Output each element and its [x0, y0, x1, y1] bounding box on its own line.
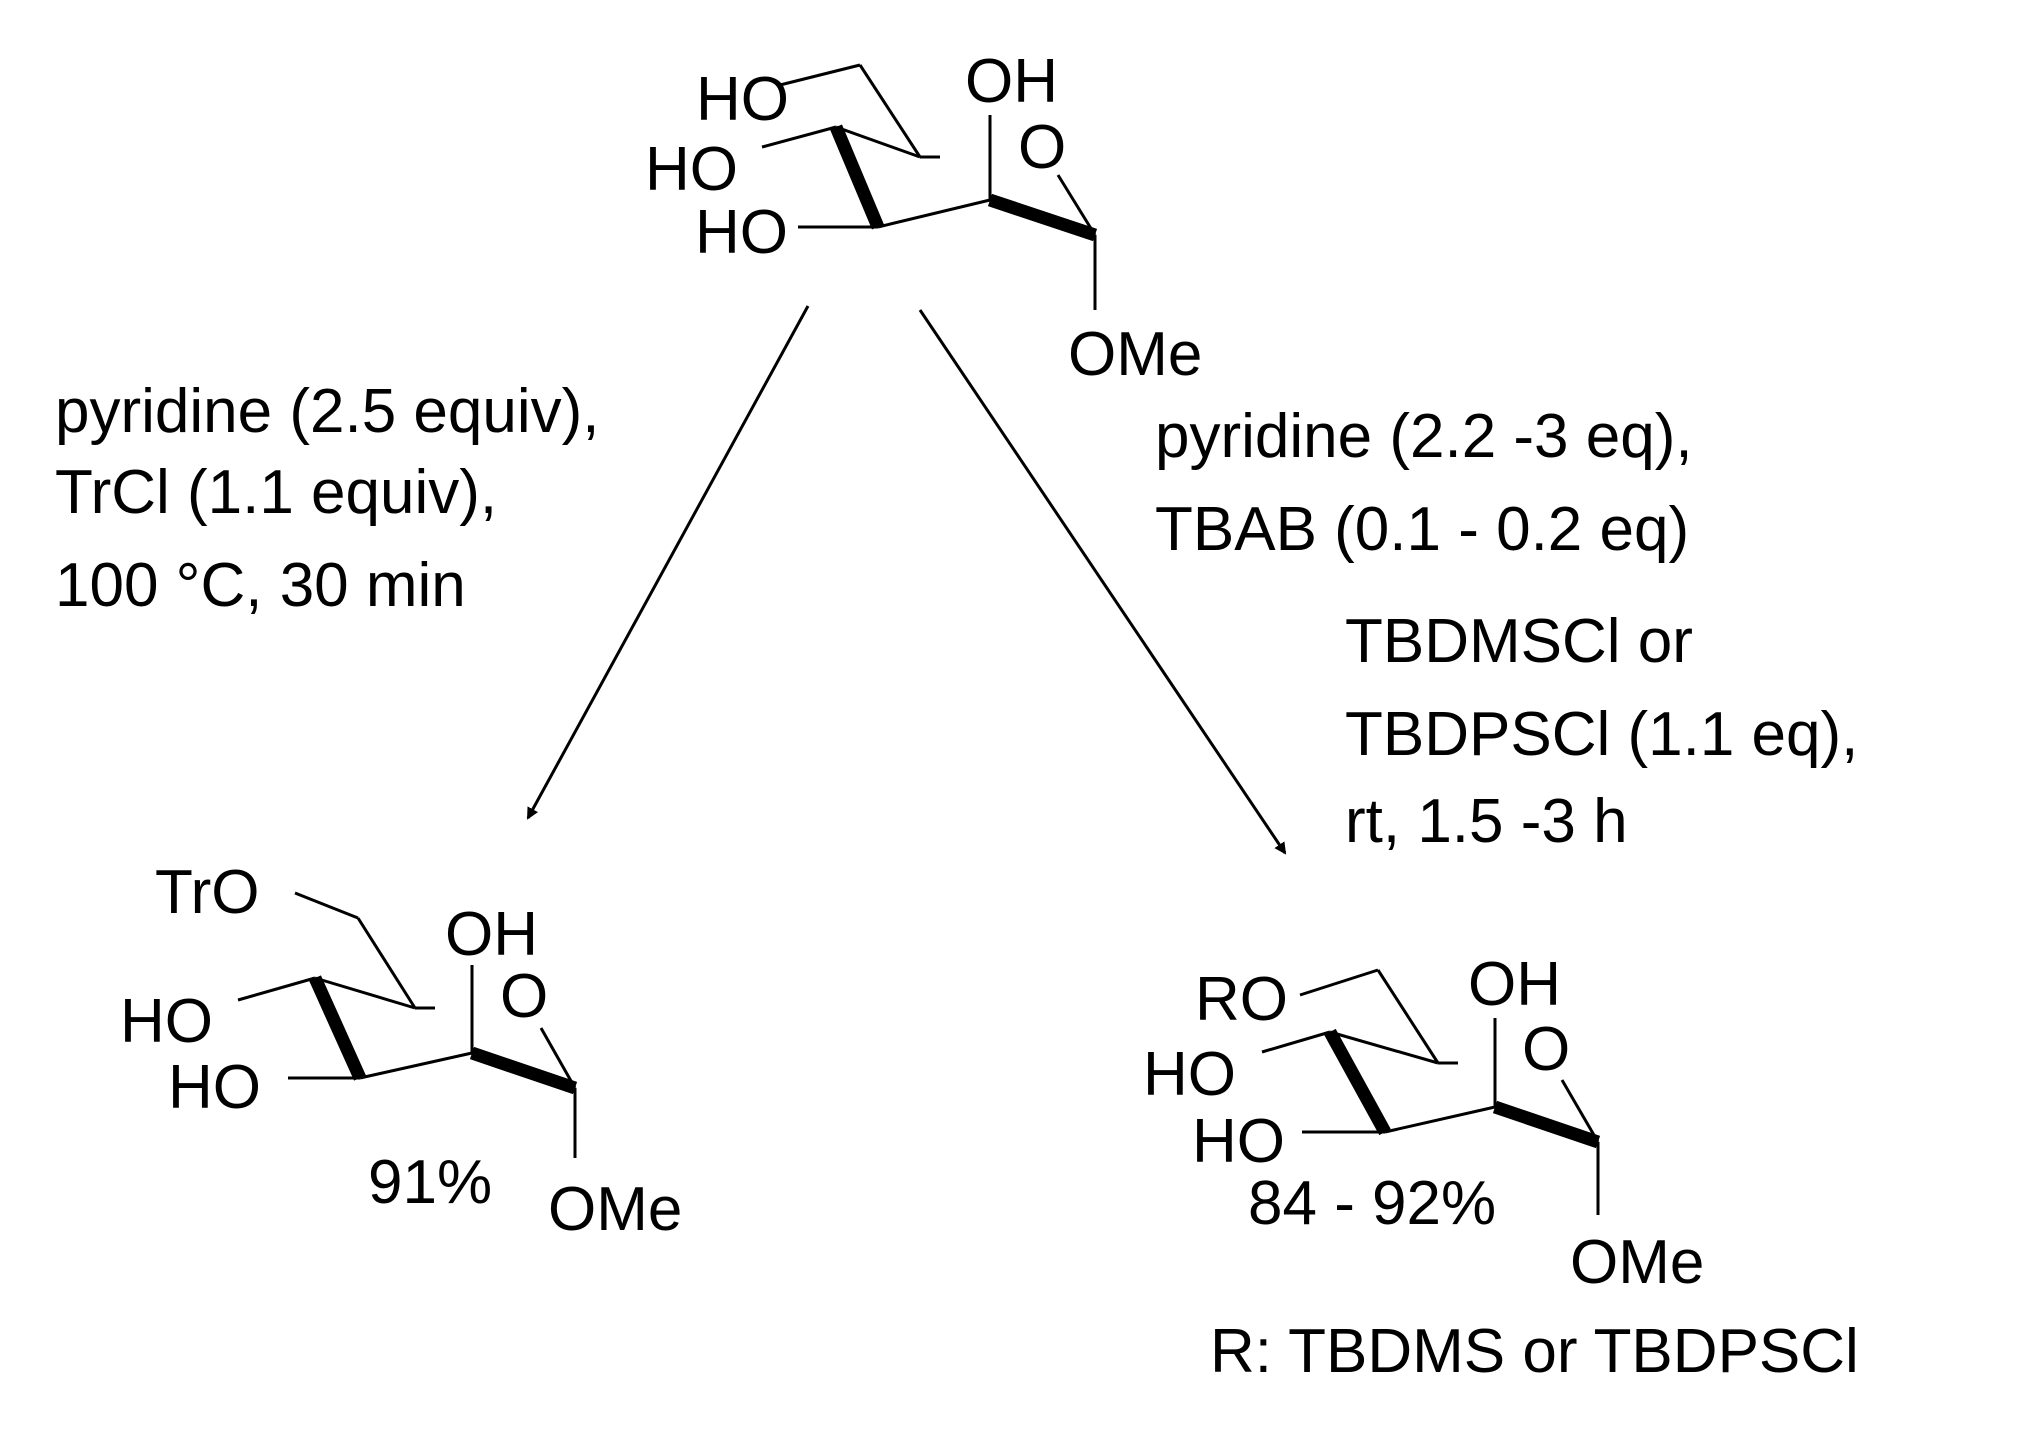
condition-line: TrCl (1.1 equiv), — [55, 458, 497, 527]
bond — [359, 1051, 473, 1080]
silyl-ether-label: RO — [1195, 965, 1288, 1034]
right-reaction-arrow — [918, 309, 1287, 855]
wedge-bond — [1492, 1100, 1601, 1149]
methoxy-label: OMe — [1068, 320, 1202, 389]
wedge-bond — [469, 1046, 578, 1095]
yield-label: 91% — [368, 1148, 492, 1217]
bond — [835, 125, 921, 159]
arrow-line — [526, 305, 810, 820]
hydroxyl-label-c6: HO — [696, 65, 789, 134]
hydroxyl-label-c3: HO — [695, 198, 788, 267]
bond — [1056, 174, 1097, 236]
bond — [761, 125, 837, 149]
bond — [858, 64, 922, 158]
starting-material-bonds — [761, 63, 1098, 310]
hydroxyl-label-c4: HO — [1143, 1040, 1236, 1109]
hydroxyl-label-c4: HO — [645, 135, 738, 204]
bond — [1261, 1030, 1331, 1054]
bond — [237, 976, 316, 1002]
condition-line: TBDMSCl or — [1345, 607, 1693, 676]
r-group-note: R: TBDMS or TBDPSCl — [1210, 1317, 1859, 1386]
wedge-bond — [987, 193, 1098, 242]
wedge-bond — [309, 975, 366, 1081]
bond — [356, 917, 417, 1009]
hydroxyl-label-c3: HO — [1192, 1107, 1285, 1176]
left-conditions: pyridine (2.5 equiv), TrCl (1.1 equiv), … — [55, 377, 600, 620]
hydroxyl-label-c4: HO — [120, 987, 213, 1056]
bond — [1376, 969, 1440, 1064]
hydroxyl-label-c2: OH — [965, 47, 1058, 116]
bond — [877, 198, 991, 229]
bond — [1329, 1030, 1439, 1065]
ring-oxygen-label: O — [1018, 113, 1066, 182]
bond — [1560, 1079, 1600, 1143]
starting-material: HO OH HO O HO OMe — [645, 47, 1202, 389]
trityl-ether-label: TrO — [155, 858, 259, 927]
methoxy-label: OMe — [1570, 1228, 1704, 1297]
arrow-line — [918, 309, 1287, 855]
hydroxyl-label-c3: HO — [168, 1053, 261, 1122]
condition-line: pyridine (2.5 equiv), — [55, 377, 600, 446]
condition-line: pyridine (2.2 -3 eq), — [1155, 402, 1693, 471]
product-left-bonds — [237, 891, 578, 1158]
bond — [1299, 968, 1379, 997]
bond — [1384, 1105, 1496, 1134]
ring-oxygen-label: O — [1522, 1015, 1570, 1084]
methoxy-label: OMe — [548, 1175, 682, 1244]
wedge-bond — [1324, 1028, 1391, 1136]
bond — [779, 63, 861, 87]
condition-line: TBAB (0.1 - 0.2 eq) — [1155, 495, 1689, 564]
yield-label: 84 - 92% — [1248, 1169, 1496, 1238]
left-reaction-arrow — [526, 305, 810, 820]
condition-line: 100 °C, 30 min — [55, 551, 466, 620]
condition-line: TBDPSCl (1.1 eq), — [1345, 700, 1858, 769]
bond — [294, 891, 359, 920]
bond — [314, 976, 416, 1010]
hydroxyl-label-c2: OH — [445, 900, 538, 969]
wedge-bond — [830, 124, 884, 230]
product-right-bonds — [1261, 968, 1601, 1215]
product-silyl-ether: RO OH O HO HO OMe 84 - 92% R: TBDMS or T… — [1143, 950, 1859, 1386]
ring-oxygen-label: O — [500, 962, 548, 1031]
right-conditions: pyridine (2.2 -3 eq), TBAB (0.1 - 0.2 eq… — [1155, 402, 1858, 856]
hydroxyl-label-c2: OH — [1468, 950, 1561, 1019]
bond — [539, 1027, 577, 1089]
condition-line: rt, 1.5 -3 h — [1345, 787, 1628, 856]
product-trityl-ether: TrO OH O HO HO OMe 91% — [120, 858, 682, 1244]
